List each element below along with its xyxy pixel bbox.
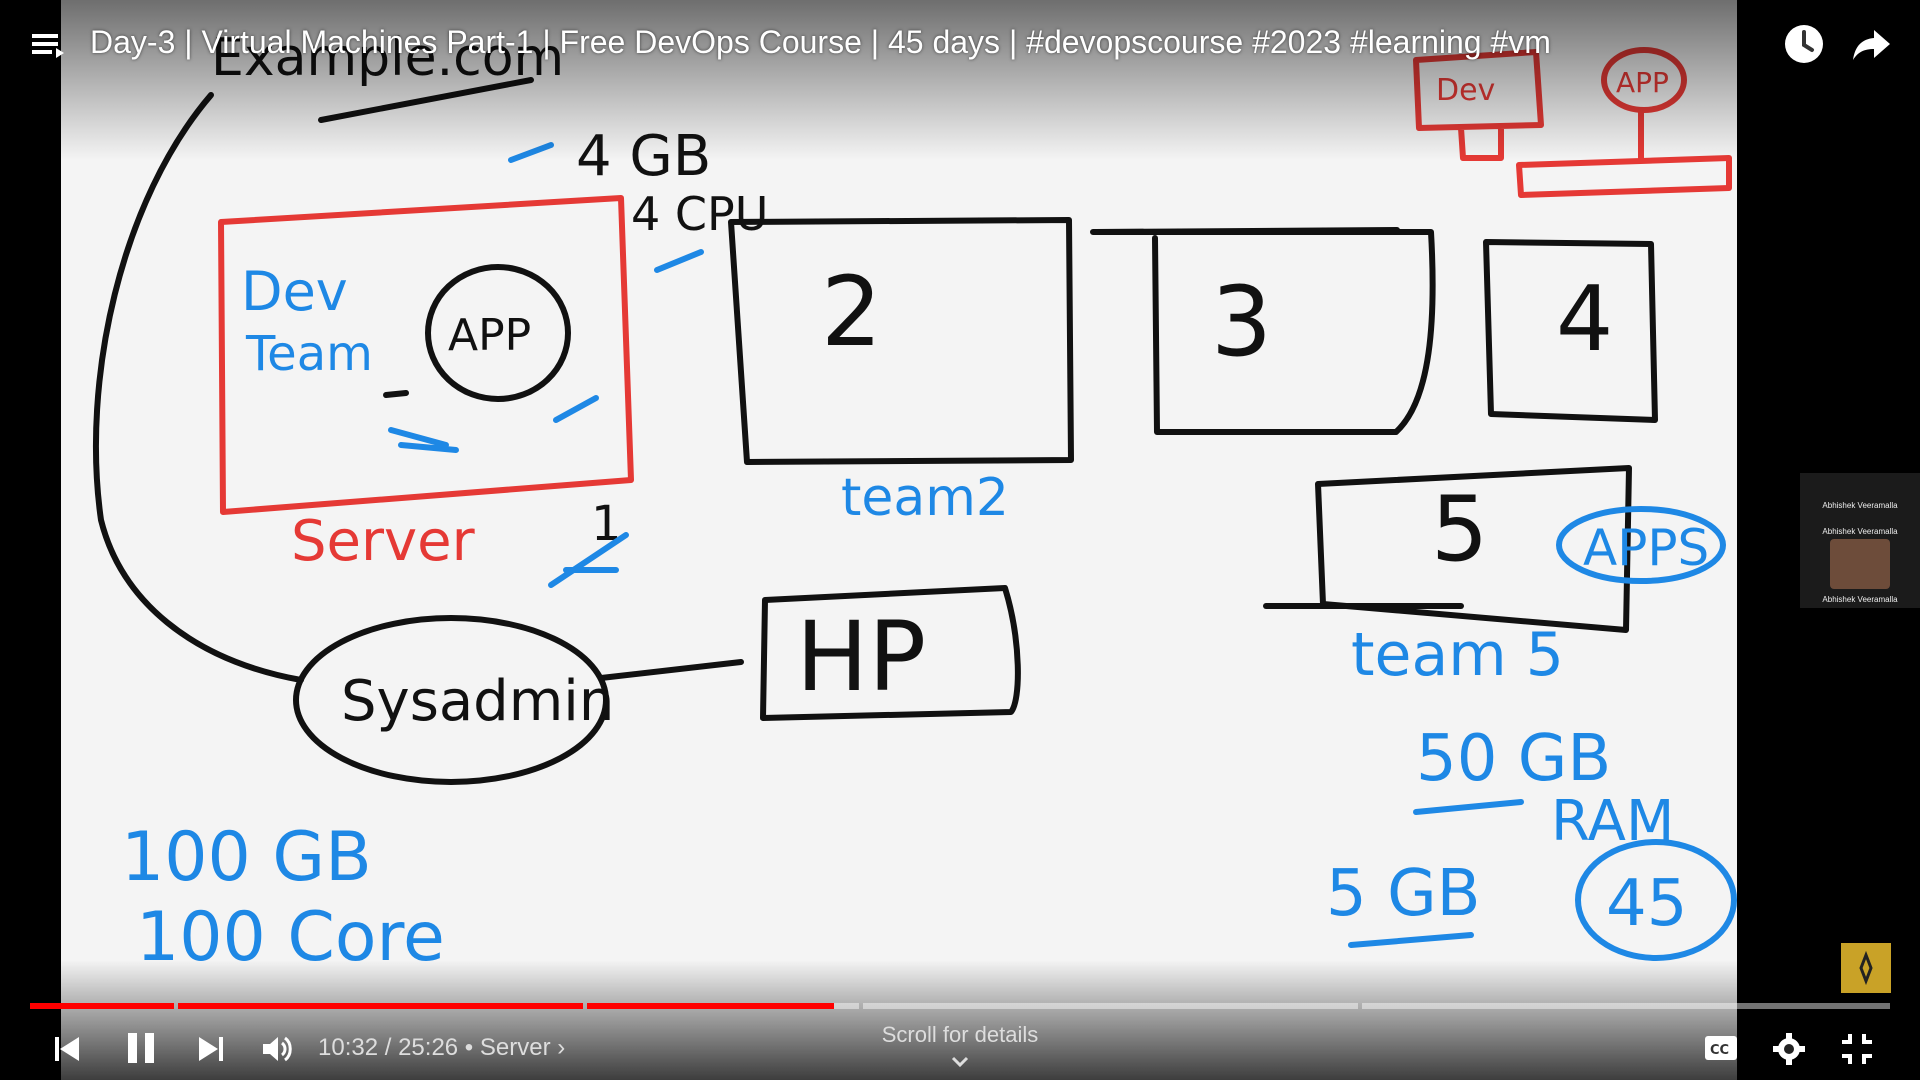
volume-icon[interactable] bbox=[260, 1032, 294, 1071]
playlist-icon[interactable] bbox=[30, 28, 70, 64]
n45-text: 45 bbox=[1606, 867, 1687, 941]
previous-icon[interactable] bbox=[52, 1034, 82, 1069]
presenter-name: Abhishek Veeramalla bbox=[1822, 595, 1898, 604]
red-bar-sketch bbox=[1516, 107, 1732, 198]
app-text: APP bbox=[448, 310, 531, 361]
ram-4gb-text: 4 GB bbox=[576, 124, 711, 189]
team2-label: team2 bbox=[841, 468, 1009, 528]
circle-45 bbox=[1575, 839, 1737, 961]
clock-icon[interactable] bbox=[1782, 22, 1826, 66]
dev-text: Dev bbox=[241, 260, 348, 323]
scroll-for-details[interactable]: Scroll for details bbox=[881, 1022, 1039, 1047]
blue-tick bbox=[654, 249, 704, 273]
played-segment bbox=[30, 1003, 174, 1009]
presenter-name: Abhishek Veeramalla bbox=[1822, 501, 1898, 510]
blue-underline bbox=[1413, 799, 1524, 815]
server-label: Server bbox=[291, 509, 476, 574]
time-separator: / bbox=[378, 1034, 399, 1061]
sysadmin-circle bbox=[293, 615, 609, 785]
box-3-top bbox=[1093, 227, 1400, 235]
hp-box bbox=[760, 585, 1021, 721]
connector-curve bbox=[92, 92, 304, 683]
box-5-number: 5 bbox=[1431, 477, 1488, 582]
sysadmin-hp-link bbox=[598, 659, 744, 681]
presenter-name: Abhishek Veeramalla bbox=[1822, 527, 1898, 536]
box-4 bbox=[1483, 239, 1658, 423]
chapter-title[interactable]: Server bbox=[479, 1034, 551, 1061]
title-bar: Day-3 | Virtual Machines Part-1 | Free D… bbox=[0, 0, 1920, 90]
played-segment bbox=[587, 1003, 834, 1009]
next-icon[interactable] bbox=[196, 1034, 226, 1069]
svg-text:CC: CC bbox=[1710, 1043, 1729, 1058]
whiteboard-canvas: Example.com 4 GB 4 CPU Dev Team APP Serv… bbox=[92, 28, 1737, 977]
chapter-segment[interactable] bbox=[863, 1003, 1358, 1009]
box-2-number: 2 bbox=[821, 256, 882, 368]
blue-tick bbox=[508, 142, 554, 163]
gb50-text: 50 GB bbox=[1416, 722, 1611, 796]
exit-fullscreen-icon[interactable] bbox=[1840, 1032, 1874, 1071]
blue-underline bbox=[1348, 932, 1474, 948]
box-5 bbox=[1315, 465, 1632, 633]
apps-circle bbox=[1556, 506, 1726, 584]
current-time: 10:32 bbox=[318, 1034, 379, 1061]
box-2 bbox=[728, 217, 1074, 465]
server1-box bbox=[218, 195, 634, 515]
share-icon[interactable] bbox=[1850, 22, 1894, 66]
hp-text: HP bbox=[796, 601, 926, 713]
ambient-mode-icon[interactable] bbox=[1841, 943, 1891, 993]
dash bbox=[383, 390, 409, 398]
gb5-text: 5 GB bbox=[1326, 857, 1481, 931]
cpu-4-text: 4 CPU bbox=[631, 187, 768, 241]
chapter-dot: • bbox=[458, 1034, 480, 1061]
chapter-segment[interactable] bbox=[1362, 1003, 1890, 1009]
chevron-down-icon[interactable] bbox=[948, 1052, 972, 1072]
duration: 25:26 bbox=[398, 1034, 459, 1061]
player-controls: 10:32 / 25:26 • Server › CC bbox=[0, 1020, 1920, 1080]
app-circle bbox=[425, 264, 571, 402]
blue-scribble bbox=[388, 427, 459, 453]
sysadmin-text: Sysadmin bbox=[341, 669, 614, 734]
chapter-arrow-icon[interactable]: › bbox=[557, 1034, 566, 1061]
storage-text: 100 GB bbox=[121, 818, 372, 897]
video-frame[interactable]: Example.com 4 GB 4 CPU Dev Team APP Serv… bbox=[61, 0, 1737, 1080]
pause-icon[interactable] bbox=[124, 1030, 158, 1071]
team5-label: team 5 bbox=[1351, 620, 1564, 690]
box-3-number: 3 bbox=[1211, 266, 1272, 378]
apps-label: APPS bbox=[1583, 519, 1709, 577]
played-segment bbox=[178, 1003, 583, 1009]
captions-icon[interactable]: CC bbox=[1704, 1034, 1738, 1067]
box-4-number: 4 bbox=[1556, 267, 1613, 372]
gear-icon[interactable] bbox=[1772, 1032, 1806, 1071]
blue-scribble bbox=[548, 532, 629, 588]
video-title[interactable]: Day-3 | Virtual Machines Part-1 | Free D… bbox=[90, 24, 1551, 60]
time-display: 10:32 / 25:26 • Server › bbox=[318, 1034, 565, 1062]
box-3 bbox=[1090, 229, 1436, 435]
team-text: Team bbox=[245, 326, 373, 382]
presenter-thumbnail: Abhishek Veeramalla Abhishek Veeramalla … bbox=[1800, 473, 1920, 608]
progress-bar[interactable] bbox=[30, 1003, 1890, 1009]
cores-text: 100 Core bbox=[136, 898, 445, 977]
blue-tick bbox=[553, 395, 599, 423]
presenter-avatar bbox=[1830, 539, 1890, 589]
